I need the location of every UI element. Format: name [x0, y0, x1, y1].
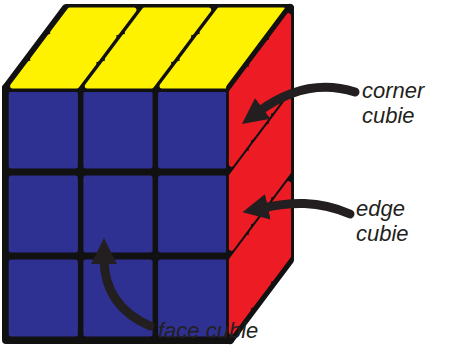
- cube-sticker: [53, 10, 134, 33]
- cube-sticker: [271, 100, 288, 195]
- pointer-arrow: [262, 203, 350, 214]
- cube-sticker: [251, 42, 268, 137]
- cube-sticker: [231, 153, 248, 248]
- cube-sticker: [127, 10, 208, 33]
- cube-sticker: [11, 262, 75, 334]
- pointer-arrow: [258, 87, 355, 112]
- cube-face: [6, 88, 230, 340]
- pointer-arrow: [104, 258, 150, 326]
- callout-label: edge cubie: [356, 196, 436, 246]
- cube-sticker: [33, 37, 114, 60]
- cube-sticker: [86, 94, 150, 166]
- cube-sticker: [231, 69, 248, 164]
- callout-label: corner cubie: [362, 78, 442, 128]
- cube-sticker: [161, 94, 225, 166]
- cube-sticker: [86, 178, 150, 250]
- cube-face: [230, 8, 290, 340]
- cube-sticker: [13, 63, 94, 86]
- rubiks-cube: [6, 8, 290, 340]
- cube-sticker: [271, 184, 288, 279]
- callout-label: face cubie: [158, 318, 358, 343]
- cube-sticker: [11, 94, 75, 166]
- cube-sticker: [107, 37, 188, 60]
- cube-sticker: [11, 178, 75, 250]
- cube-sticker: [251, 210, 268, 305]
- cube-sticker: [87, 63, 168, 86]
- cube-sticker: [161, 178, 225, 250]
